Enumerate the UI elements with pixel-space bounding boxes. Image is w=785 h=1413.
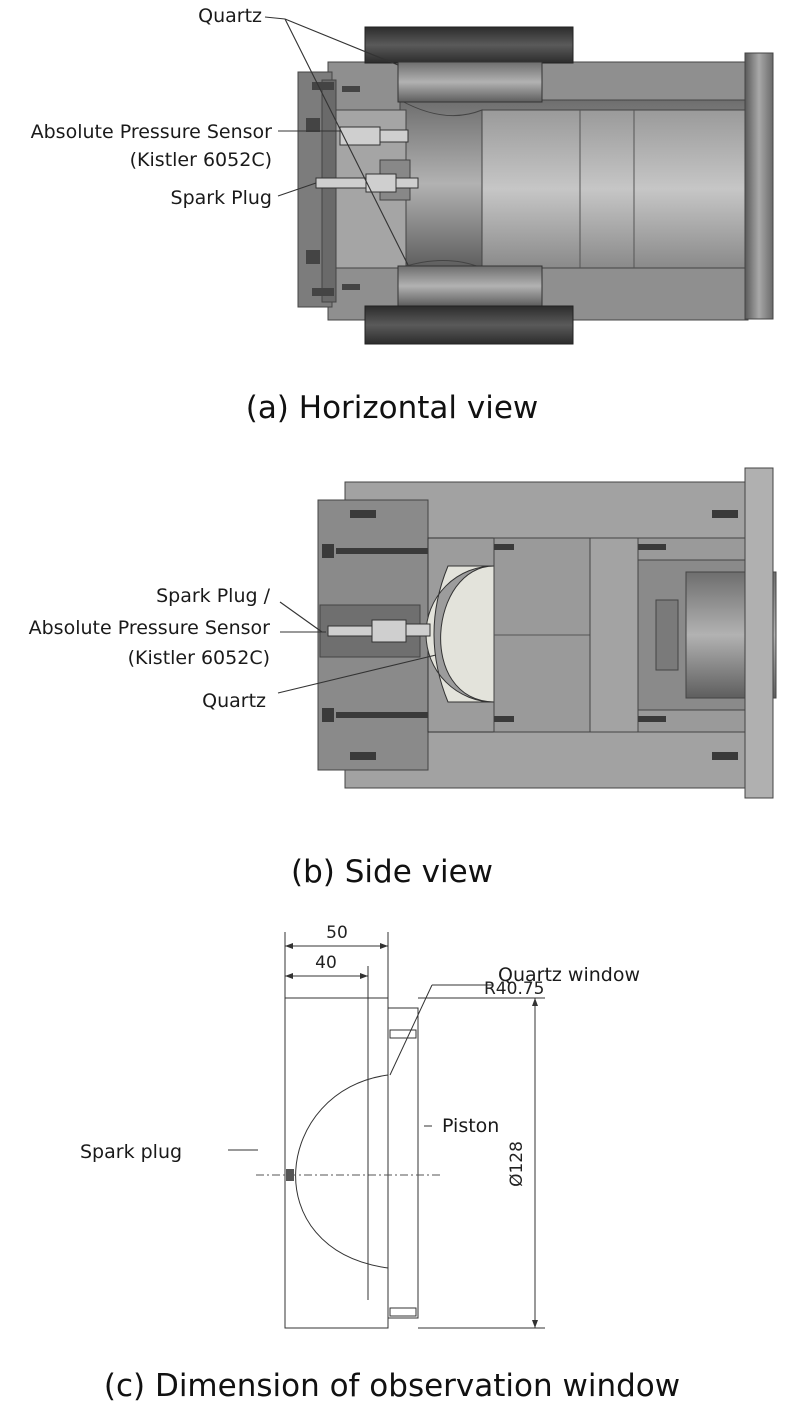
panel-b-drawing	[317, 467, 777, 799]
caption-panel-a: (a) Horizontal view	[246, 390, 539, 426]
label-pressure-sensor-b: Absolute Pressure Sensor	[29, 617, 271, 639]
label-quartz-b: Quartz	[202, 690, 266, 712]
dim-diameter: Ø128	[507, 1141, 527, 1187]
panel-a-annotations: Quartz Absolute Pressure Sensor (Kistler…	[31, 5, 409, 266]
label-spark-plug-c: Spark plug	[80, 1141, 182, 1163]
label-quartz-a: Quartz	[198, 5, 262, 27]
label-pressure-sensor-a: Absolute Pressure Sensor	[31, 121, 273, 143]
panel-b-annotations: Spark Plug / Absolute Pressure Sensor (K…	[29, 585, 437, 712]
label-pressure-sensor-model-a: (Kistler 6052C)	[130, 149, 272, 171]
label-pressure-sensor-model-b: (Kistler 6052C)	[128, 647, 270, 669]
caption-panel-c: (c) Dimension of observation window	[104, 1368, 680, 1404]
dim-width-inner: 40	[315, 953, 337, 973]
label-spark-plug-sensor-b: Spark Plug /	[156, 585, 270, 607]
label-quartz-window-c: Quartz window	[498, 964, 640, 986]
label-spark-plug-a: Spark Plug	[171, 187, 272, 209]
label-piston-c: Piston	[442, 1115, 499, 1137]
dim-radius: R40.75	[484, 979, 544, 999]
panel-c-drawing	[228, 932, 545, 1329]
caption-panel-b: (b) Side view	[291, 854, 493, 890]
dim-width-outer: 50	[326, 923, 348, 943]
panel-a-drawing	[297, 26, 774, 345]
panel-c-annotations: 50 40 R40.75 Ø128 Quartz window Piston S…	[80, 923, 640, 1187]
